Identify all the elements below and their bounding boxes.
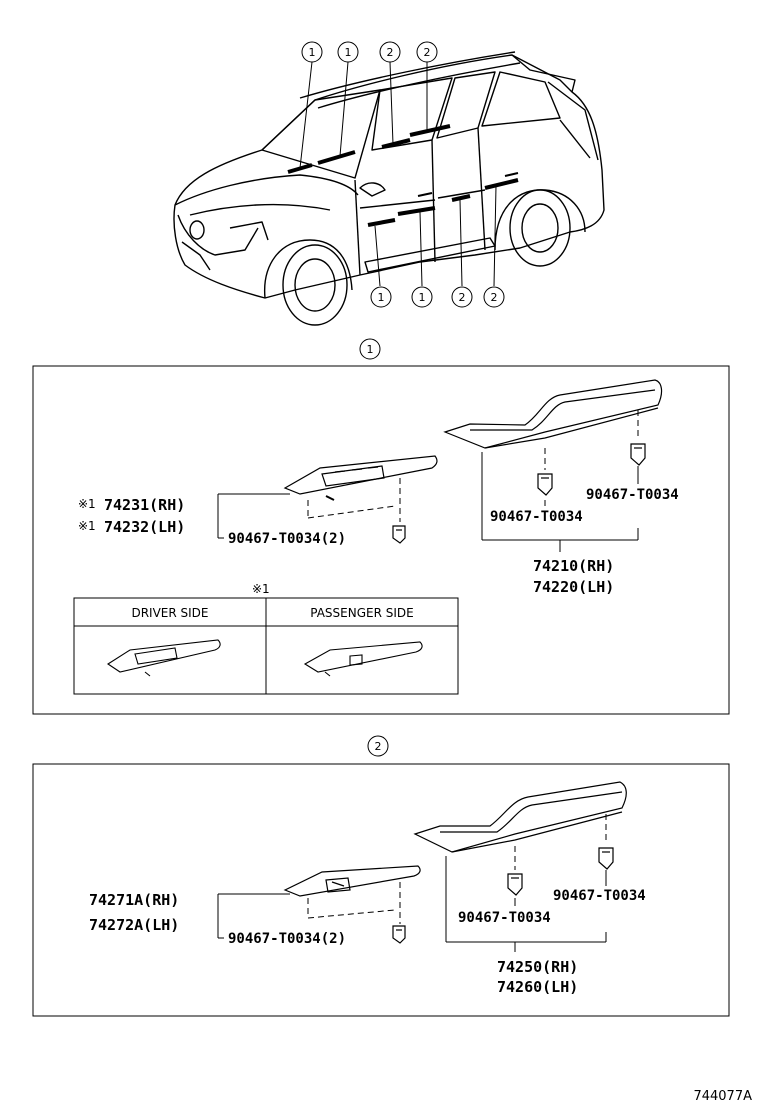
- svg-text:1: 1: [367, 343, 374, 356]
- switch-base-illustration: [283, 865, 421, 897]
- note-mark: ※1: [78, 519, 96, 533]
- switch-base-bracket: [217, 493, 290, 539]
- note-mark: ※1: [78, 497, 96, 511]
- clip-icon: [537, 473, 553, 496]
- callout-circle: 1: [301, 41, 323, 63]
- driver-side-switch-base-illustration: [106, 639, 221, 677]
- callout-circle: 2: [451, 286, 473, 308]
- section-1-marker: 1: [359, 338, 381, 360]
- clip-icon: [630, 443, 646, 466]
- switch-base-illustration: [283, 455, 438, 501]
- switch-clip-leaders: [307, 882, 401, 924]
- part-number-armrest-rh: 74250(RH): [497, 958, 578, 976]
- svg-text:2: 2: [491, 291, 498, 304]
- part-number-switch-base-lh: 74232(LH): [104, 518, 185, 536]
- section-2-marker: 2: [367, 735, 389, 757]
- part-number-switch-base-rh: 74271A(RH): [89, 891, 179, 909]
- part-number-armrest-clip: 90467-T0034: [553, 888, 646, 904]
- table-header-driver-side: DRIVER SIDE: [131, 606, 208, 620]
- part-number-switch-base-rh: 74231(RH): [104, 496, 185, 514]
- clip-icon: [598, 847, 614, 870]
- svg-text:2: 2: [387, 46, 394, 59]
- svg-text:1: 1: [345, 46, 352, 59]
- part-number-armrest-clip: 90467-T0034: [586, 487, 679, 503]
- table-header-passenger-side: PASSENGER SIDE: [310, 606, 413, 620]
- figure-id: 744077A: [693, 1089, 752, 1104]
- svg-text:1: 1: [419, 291, 426, 304]
- note-table-mark: ※1: [252, 582, 270, 596]
- svg-text:1: 1: [378, 291, 385, 304]
- part-number-switch-clip: 90467-T0034(2): [228, 931, 346, 947]
- callout-circle: 1: [337, 41, 359, 63]
- part-number-switch-base-lh: 74272A(LH): [89, 916, 179, 934]
- part-number-armrest-rh: 74210(RH): [533, 557, 614, 575]
- svg-text:2: 2: [424, 46, 431, 59]
- part-number-armrest-lh: 74260(LH): [497, 978, 578, 996]
- armrest-illustration: [443, 379, 663, 449]
- svg-text:1: 1: [309, 46, 316, 59]
- callout-circle: 1: [411, 286, 433, 308]
- clip-icon: [392, 525, 406, 544]
- section-2-frame: [32, 763, 730, 1017]
- vehicle-callout-leaders: [299, 61, 497, 287]
- switch-clip-leaders: [307, 478, 401, 522]
- callout-circle: 1: [370, 286, 392, 308]
- callout-circle: 2: [416, 41, 438, 63]
- clip-icon: [392, 925, 406, 944]
- svg-text:2: 2: [375, 740, 382, 753]
- armrest-clip-leaders: [445, 814, 607, 952]
- passenger-side-switch-base-illustration: [303, 641, 423, 677]
- vehicle-illustration: [173, 51, 605, 326]
- svg-text:2: 2: [459, 291, 466, 304]
- switch-base-bracket: [217, 893, 290, 939]
- part-number-switch-clip: 90467-T0034(2): [228, 531, 346, 547]
- part-number-armrest-clip: 90467-T0034: [490, 509, 583, 525]
- clip-icon: [507, 873, 523, 896]
- callout-circle: 2: [483, 286, 505, 308]
- callout-circle: 2: [379, 41, 401, 63]
- part-number-armrest-clip: 90467-T0034: [458, 910, 551, 926]
- part-number-armrest-lh: 74220(LH): [533, 578, 614, 596]
- armrest-clip-leaders: [481, 410, 639, 552]
- armrest-illustration: [413, 781, 627, 853]
- section-1-frame: [32, 365, 730, 715]
